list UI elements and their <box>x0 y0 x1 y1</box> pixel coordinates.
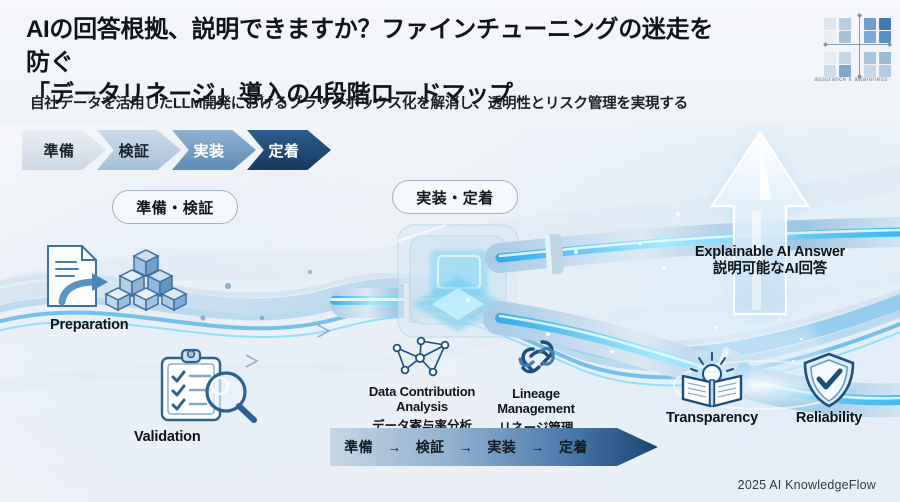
page-title-line1: AIの回答根拠、説明できますか？ファインチューニングの迷走を防ぐ <box>26 16 713 76</box>
roadmap-arrow-3-icon: → <box>530 439 545 455</box>
logo-caption: assurance x awareness <box>814 76 888 83</box>
roadmap-arrow-shape <box>330 428 658 466</box>
brand-logo: assurance x awareness <box>812 13 892 92</box>
logo-grid-icon <box>820 13 892 79</box>
roadmap-stage-3: 実装 <box>487 439 517 455</box>
roadmap-stage-list: 準備 → 検証 → 実装 → 定着 <box>330 428 602 466</box>
block-explainable-ai-answer: Explainable AI Answer 説明可能なAI回答 <box>660 244 880 278</box>
reliability-label: Reliability <box>795 410 863 426</box>
chevron-step-3[interactable]: 実装 <box>172 130 256 170</box>
block-transparency: Transparency <box>654 352 770 427</box>
block-lineage-management: Lineage Management リネージ管理 <box>476 336 596 436</box>
lineage-label-line1: Lineage <box>512 386 560 401</box>
clipboard-magnifier-icon <box>160 348 257 423</box>
pill-preparation-validation: 準備・検証 <box>112 190 238 224</box>
roadmap-stage-4: 定着 <box>558 439 588 455</box>
roadmap-arrow-1-icon: → <box>387 439 402 455</box>
phase-chevron-bar: 準備 検証 実装 定着 <box>22 130 331 170</box>
chevron-step-4-label: 定着 <box>268 142 300 160</box>
chevron-step-2-label: 検証 <box>118 142 150 160</box>
page-title: AIの回答根拠、説明できますか？ファインチューニングの迷走を防ぐ 「データリネー… <box>26 14 716 112</box>
validation-label: Validation <box>134 429 201 445</box>
pill-implementation-adoption: 実装・定着 <box>392 180 518 214</box>
transparency-label: Transparency <box>666 410 758 426</box>
roadmap-arrow-bar: 準備 → 検証 → 実装 → 定着 <box>330 428 658 466</box>
roadmap-arrow-2-icon: → <box>458 439 474 455</box>
up-arrow-glow-icon <box>708 128 812 318</box>
chevron-step-4[interactable]: 定着 <box>247 130 331 170</box>
chain-link-icon <box>518 340 555 374</box>
network-graph-icon <box>392 336 450 377</box>
shield-check-icon <box>803 352 855 408</box>
block-reliability: Reliability <box>774 352 884 427</box>
header-band: AIの回答根拠、説明できますか？ファインチューニングの迷走を防ぐ 「データリネー… <box>0 0 900 126</box>
roadmap-stage-1: 準備 <box>344 439 373 455</box>
block-preparation: Preparation <box>38 240 188 334</box>
open-book-sun-icon <box>681 352 743 408</box>
lineage-label-line2: Management <box>497 401 575 417</box>
dca-label-line1: Data Contribution <box>368 384 476 399</box>
block-validation: Validation <box>128 348 288 446</box>
chevron-step-1-label: 準備 <box>43 142 75 160</box>
page-subtitle: 自社データを活用したLLM開発におけるブラックボックス化を解消し、透明性とリスク… <box>30 96 688 112</box>
block-data-contribution-analysis: Data Contribution Analysis データ寄与率分析 <box>352 336 492 434</box>
chevron-step-2[interactable]: 検証 <box>97 130 181 170</box>
preparation-label: Preparation <box>50 317 129 333</box>
dca-label-line2: Analysis <box>396 399 448 415</box>
page-title-line2: 「データリネージ」導入の4段階ロードマップ <box>26 81 513 109</box>
chevron-step-1[interactable]: 準備 <box>22 130 106 170</box>
footer-credit: 2025 AI KnowledgeFlow <box>737 478 876 492</box>
chevron-step-3-label: 実装 <box>193 142 225 160</box>
roadmap-stage-2: 検証 <box>415 439 445 455</box>
answer-label-en: Explainable AI Answer <box>694 244 846 260</box>
document-to-cubes-icon <box>47 245 188 312</box>
answer-label-jp: 説明可能なAI回答 <box>712 261 828 278</box>
